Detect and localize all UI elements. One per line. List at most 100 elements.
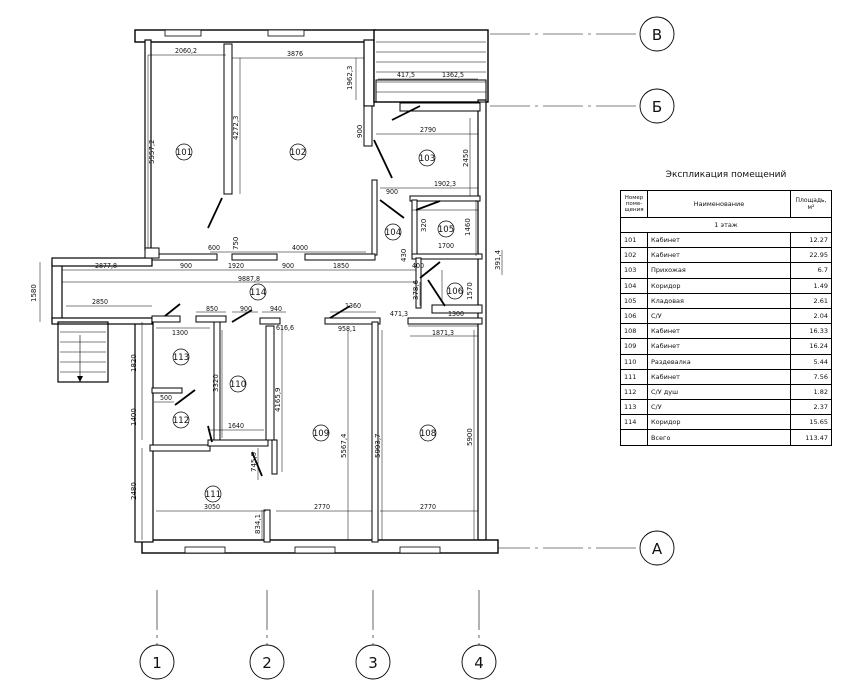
total-label: Всего bbox=[647, 429, 791, 446]
room-area: 2.37 bbox=[790, 399, 832, 416]
room-110: 110 bbox=[229, 375, 247, 393]
room-number: 104 bbox=[620, 277, 648, 294]
axis-marker-3: 3 bbox=[355, 644, 391, 680]
room-name: Кабинет bbox=[647, 231, 791, 249]
room-area: 5.44 bbox=[790, 353, 832, 370]
dim-label: 4000 bbox=[292, 244, 308, 252]
dim-label: 2770 bbox=[314, 503, 330, 511]
axis-marker-a: А bbox=[639, 530, 675, 566]
room-number: 109 bbox=[620, 338, 648, 355]
dim-label: 900 bbox=[240, 305, 252, 313]
dim-label: 2877,8 bbox=[95, 262, 117, 270]
svg-text:113: 113 bbox=[173, 353, 189, 363]
svg-text:110: 110 bbox=[230, 380, 246, 390]
stair-bottom-left bbox=[57, 321, 109, 383]
room-114: 114 bbox=[249, 283, 267, 301]
room-number: 108 bbox=[620, 323, 648, 340]
room-105: 105 bbox=[437, 220, 455, 238]
dim-label: 5993,7 bbox=[374, 434, 382, 459]
axis-marker-b: Б bbox=[639, 88, 675, 124]
axis-label-4: 4 bbox=[474, 654, 484, 672]
room-106: 106 bbox=[446, 282, 464, 300]
dim-label: 940 bbox=[270, 305, 282, 313]
dim-label: 900 bbox=[282, 262, 294, 270]
dim-label: 1300 bbox=[448, 310, 464, 318]
room-name: С/У душ bbox=[647, 383, 791, 401]
room-area: 22.95 bbox=[790, 247, 832, 264]
room-number: 101 bbox=[620, 231, 648, 249]
room-name: Кабинет bbox=[647, 338, 791, 355]
room-112: 112 bbox=[172, 411, 190, 429]
dim-label: 1871,3 bbox=[432, 329, 454, 337]
room-number: 112 bbox=[620, 383, 648, 401]
svg-text:102: 102 bbox=[290, 148, 306, 158]
svg-text:109: 109 bbox=[313, 429, 329, 439]
col-area-header: Площадь, м² bbox=[790, 190, 832, 218]
dim-label: 1962,3 bbox=[346, 66, 354, 91]
floor-label: 1 этаж bbox=[620, 217, 832, 233]
room-area: 2.04 bbox=[790, 307, 832, 325]
dim-label: 4272,3 bbox=[232, 116, 240, 141]
dim-label: 417,5 bbox=[397, 71, 415, 79]
room-102: 102 bbox=[289, 143, 307, 161]
room-area: 16.33 bbox=[790, 323, 832, 340]
room-name: Кабинет bbox=[647, 247, 791, 264]
dim-label: 1820 bbox=[130, 354, 138, 372]
dim-label: 2850 bbox=[92, 298, 108, 306]
col-name-header: Наименование bbox=[647, 190, 791, 218]
dim-label: 5557,2 bbox=[148, 140, 156, 165]
dim-label: 5567,4 bbox=[340, 433, 348, 458]
room-number: 114 bbox=[620, 414, 648, 431]
dimension-lines bbox=[39, 54, 503, 540]
room-number: 113 bbox=[620, 399, 648, 416]
dim-label: 1580 bbox=[30, 284, 38, 302]
dim-label: 3876 bbox=[287, 50, 303, 58]
dim-label: 1300 bbox=[172, 329, 188, 337]
svg-text:111: 111 bbox=[205, 490, 221, 500]
dim-label: 1902,3 bbox=[434, 180, 456, 188]
dim-label: 320 bbox=[420, 219, 428, 232]
dim-label: 1920 bbox=[228, 262, 244, 270]
dim-label: 3050 bbox=[204, 503, 220, 511]
dim-label: 3320 bbox=[212, 374, 220, 392]
dim-label: 834,1 bbox=[254, 514, 262, 534]
room-name: Коридор bbox=[647, 414, 791, 431]
dim-label: 9887,8 bbox=[238, 275, 260, 283]
total-area: 113.47 bbox=[790, 429, 832, 446]
dim-label: 2770 bbox=[420, 503, 436, 511]
svg-text:105: 105 bbox=[438, 225, 454, 235]
room-number: 110 bbox=[620, 353, 648, 370]
room-number: 105 bbox=[620, 292, 648, 309]
dim-label: 4165,9 bbox=[274, 388, 282, 413]
room-number: 111 bbox=[620, 368, 648, 385]
dim-label: 616,6 bbox=[276, 324, 294, 332]
dim-label: 391,4 bbox=[494, 249, 502, 270]
svg-text:112: 112 bbox=[173, 416, 189, 426]
room-area: 1.82 bbox=[790, 383, 832, 401]
svg-text:106: 106 bbox=[447, 287, 463, 297]
room-109: 109 bbox=[312, 424, 330, 442]
dim-label: 430 bbox=[400, 249, 408, 262]
axis-label-3: 3 bbox=[368, 654, 378, 672]
room-104: 104 bbox=[384, 223, 402, 241]
interior-walls bbox=[144, 43, 483, 543]
room-name: С/У bbox=[647, 399, 791, 416]
dim-label: 1640 bbox=[228, 422, 244, 430]
dim-label: 850 bbox=[206, 305, 218, 313]
dim-label: 1460 bbox=[464, 218, 472, 236]
dim-label: 900 bbox=[386, 188, 398, 196]
axis-grid bbox=[156, 33, 640, 645]
explication-table: Номер поме-щения Наименование Площадь, м… bbox=[620, 190, 832, 446]
dim-label: 1360 bbox=[345, 302, 361, 310]
room-name: С/У bbox=[647, 307, 791, 325]
